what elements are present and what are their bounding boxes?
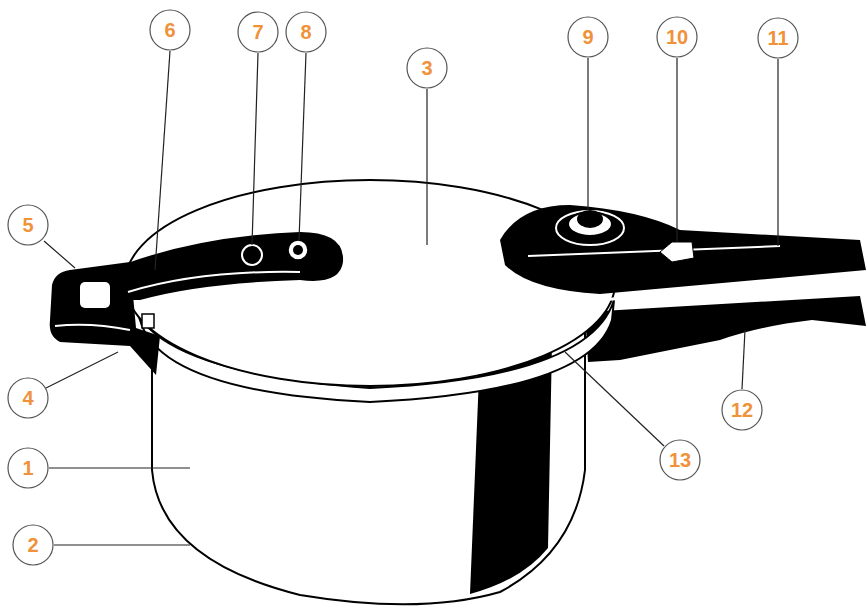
callout-outline <box>238 12 278 52</box>
callout-outline <box>657 17 697 57</box>
knob <box>288 240 308 260</box>
callout-outline <box>660 440 700 480</box>
leader-line <box>44 241 75 268</box>
side-handle-hole <box>80 282 110 308</box>
callout-number: 10 <box>656 16 698 58</box>
lock-tab <box>142 314 154 328</box>
leader-line <box>742 330 745 389</box>
leader-line <box>565 352 664 446</box>
leader-line <box>54 544 190 545</box>
callout-outline <box>13 525 53 565</box>
leader-line <box>252 53 258 245</box>
callout-number: 5 <box>7 204 49 246</box>
leader-line <box>587 58 588 210</box>
callout-circle: 11 <box>757 17 799 59</box>
lid-handle-highlight <box>128 272 300 292</box>
leader-line <box>155 51 170 270</box>
callout-number: 9 <box>567 16 609 58</box>
callout-circle: 1 <box>7 447 49 489</box>
long-handle <box>500 205 866 294</box>
callout-circle: 6 <box>149 9 191 51</box>
callout-outline <box>758 18 798 58</box>
callout-outline <box>8 378 48 418</box>
callout-circle: 12 <box>721 389 763 431</box>
leader-line <box>46 352 118 388</box>
leader-lines <box>44 51 778 545</box>
callout-circle: 10 <box>656 16 698 58</box>
callout-number: 13 <box>659 439 701 481</box>
leader-line <box>299 53 306 240</box>
callout-number: 1 <box>7 447 49 489</box>
callout-number: 11 <box>757 17 799 59</box>
callout-number: 6 <box>149 9 191 51</box>
release-button <box>660 242 694 262</box>
callout-outline <box>8 205 48 245</box>
knob-center <box>293 245 303 255</box>
callout-number: 12 <box>721 389 763 431</box>
callout-circle: 3 <box>406 47 448 89</box>
callout-circle: 9 <box>567 16 609 58</box>
callout-outline <box>722 390 762 430</box>
valve-base <box>556 211 624 245</box>
callout-number: 2 <box>12 524 54 566</box>
callout-circle: 13 <box>659 439 701 481</box>
side-handle-highlight <box>55 325 130 330</box>
callout-circle: 7 <box>237 11 279 53</box>
callout-circle: 2 <box>12 524 54 566</box>
callout-circle: 8 <box>285 11 327 53</box>
pot-handle <box>585 296 866 362</box>
leader-line <box>676 58 677 242</box>
valve-cap <box>577 210 603 228</box>
handle-gap <box>598 282 866 300</box>
leader-line <box>777 59 778 246</box>
leader-line <box>426 89 427 245</box>
callout-outline <box>286 12 326 52</box>
callout-outline <box>407 48 447 88</box>
callout-outline <box>568 17 608 57</box>
knob <box>242 245 262 265</box>
callout-outline <box>8 448 48 488</box>
leader-line <box>49 467 190 468</box>
long-handle-highlight <box>528 246 780 256</box>
callout-number: 7 <box>237 11 279 53</box>
callout-circle: 5 <box>7 204 49 246</box>
callout-number: 4 <box>7 377 49 419</box>
callout-outline <box>150 10 190 50</box>
callout-number: 8 <box>285 11 327 53</box>
callout-number: 3 <box>406 47 448 89</box>
callout-circle: 4 <box>7 377 49 419</box>
